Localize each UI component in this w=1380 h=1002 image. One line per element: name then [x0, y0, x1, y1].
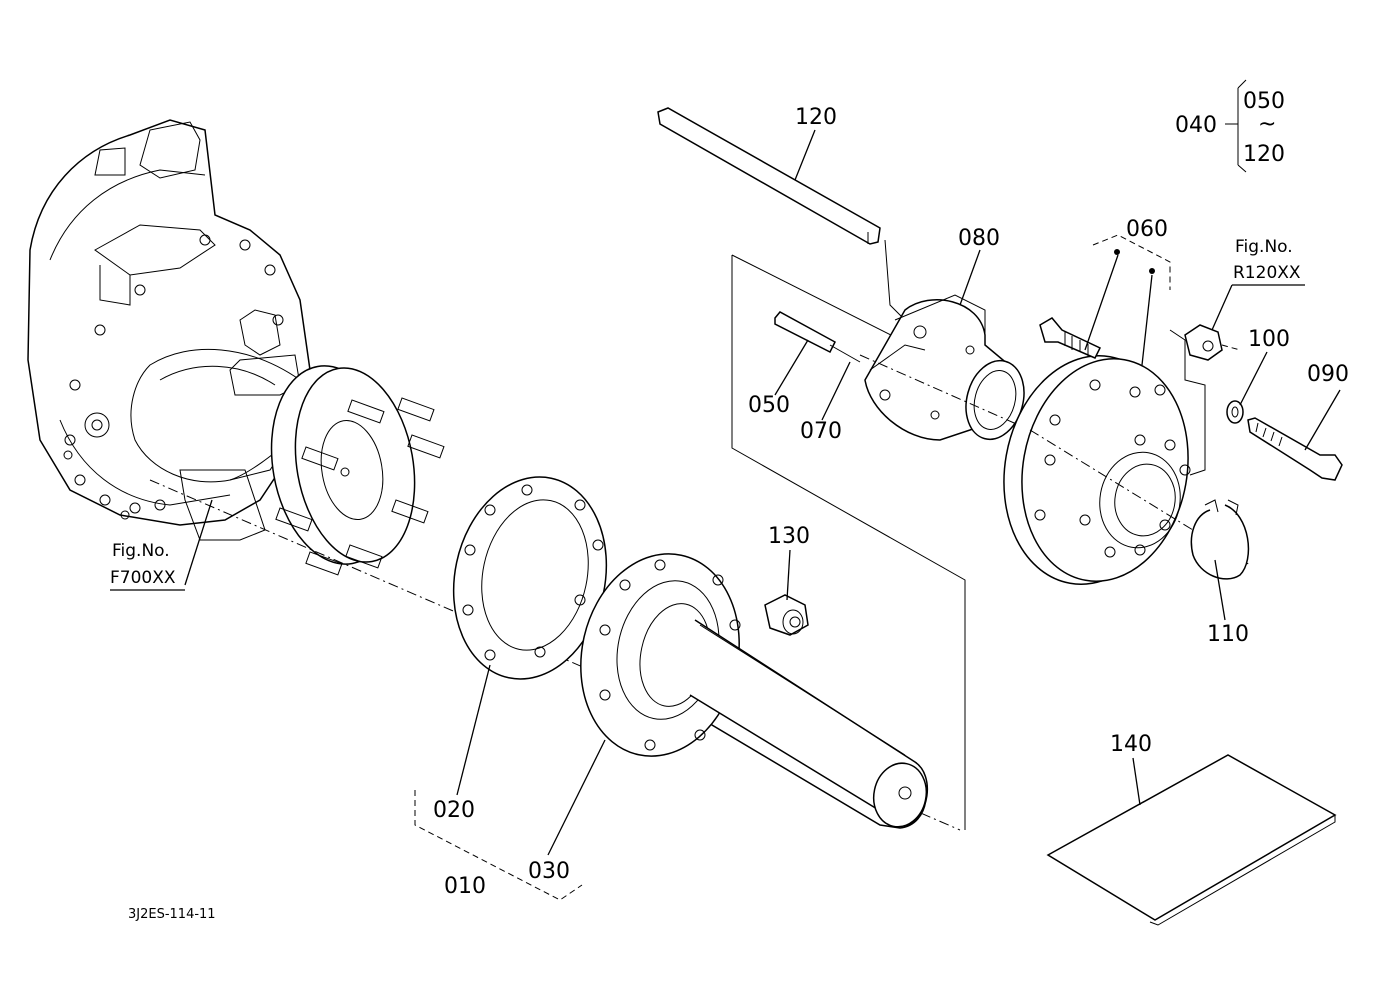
part-060-bolt [1039, 317, 1102, 359]
fig-ref-right-title: Fig.No. [1235, 237, 1293, 257]
fig-ref-left-code: F700XX [110, 568, 176, 588]
leader-lines [110, 129, 1341, 856]
group-010-bracket [414, 790, 583, 901]
part-labels: 120 080 060 100 090 050 070 130 110 140 … [433, 89, 1349, 899]
fig-ref-left-title: Fig.No. [112, 541, 170, 561]
label-060: 060 [1126, 217, 1168, 242]
group-040-bracket [1225, 79, 1247, 173]
part-130-nut [764, 594, 809, 636]
part-030-axle-shaft [580, 553, 929, 829]
part-110-snap-ring [1190, 499, 1250, 580]
part-140-manual [1046, 754, 1337, 926]
drawing-code: 3J2ES-114-11 [128, 907, 216, 922]
flange-nut [1184, 324, 1241, 361]
label-140: 140 [1110, 732, 1152, 757]
transmission-housing-drawing [27, 119, 331, 541]
part-100-washer [1226, 400, 1244, 424]
label-130: 130 [768, 524, 810, 549]
label-040-from: 050 [1243, 89, 1285, 114]
part-120-key [657, 107, 911, 326]
label-110: 110 [1207, 622, 1249, 647]
label-080: 080 [958, 226, 1000, 251]
fig-ref-left: Fig.No. F700XX [110, 541, 176, 588]
axle-flange-drawing [149, 365, 961, 831]
label-040-tilde: ~ [1258, 112, 1276, 137]
label-010: 010 [444, 874, 486, 899]
label-040: 040 [1175, 113, 1217, 138]
group-060-bracket [1092, 234, 1171, 290]
part-080-hub [859, 294, 1031, 441]
label-070: 070 [800, 419, 842, 444]
label-020: 020 [433, 798, 475, 823]
label-090: 090 [1307, 362, 1349, 387]
part-050-pin [774, 311, 861, 363]
fig-ref-right-code: R120XX [1233, 263, 1301, 283]
label-100: 100 [1248, 327, 1290, 352]
label-040-to: 120 [1243, 142, 1285, 167]
part-060-wheel-flange [1003, 329, 1251, 585]
fig-ref-right: Fig.No. R120XX [1233, 237, 1301, 283]
part-090-bolt [1247, 417, 1343, 481]
label-120: 120 [795, 105, 837, 130]
hub-group-outline [731, 255, 966, 830]
label-050: 050 [748, 393, 790, 418]
label-030: 030 [528, 859, 570, 884]
